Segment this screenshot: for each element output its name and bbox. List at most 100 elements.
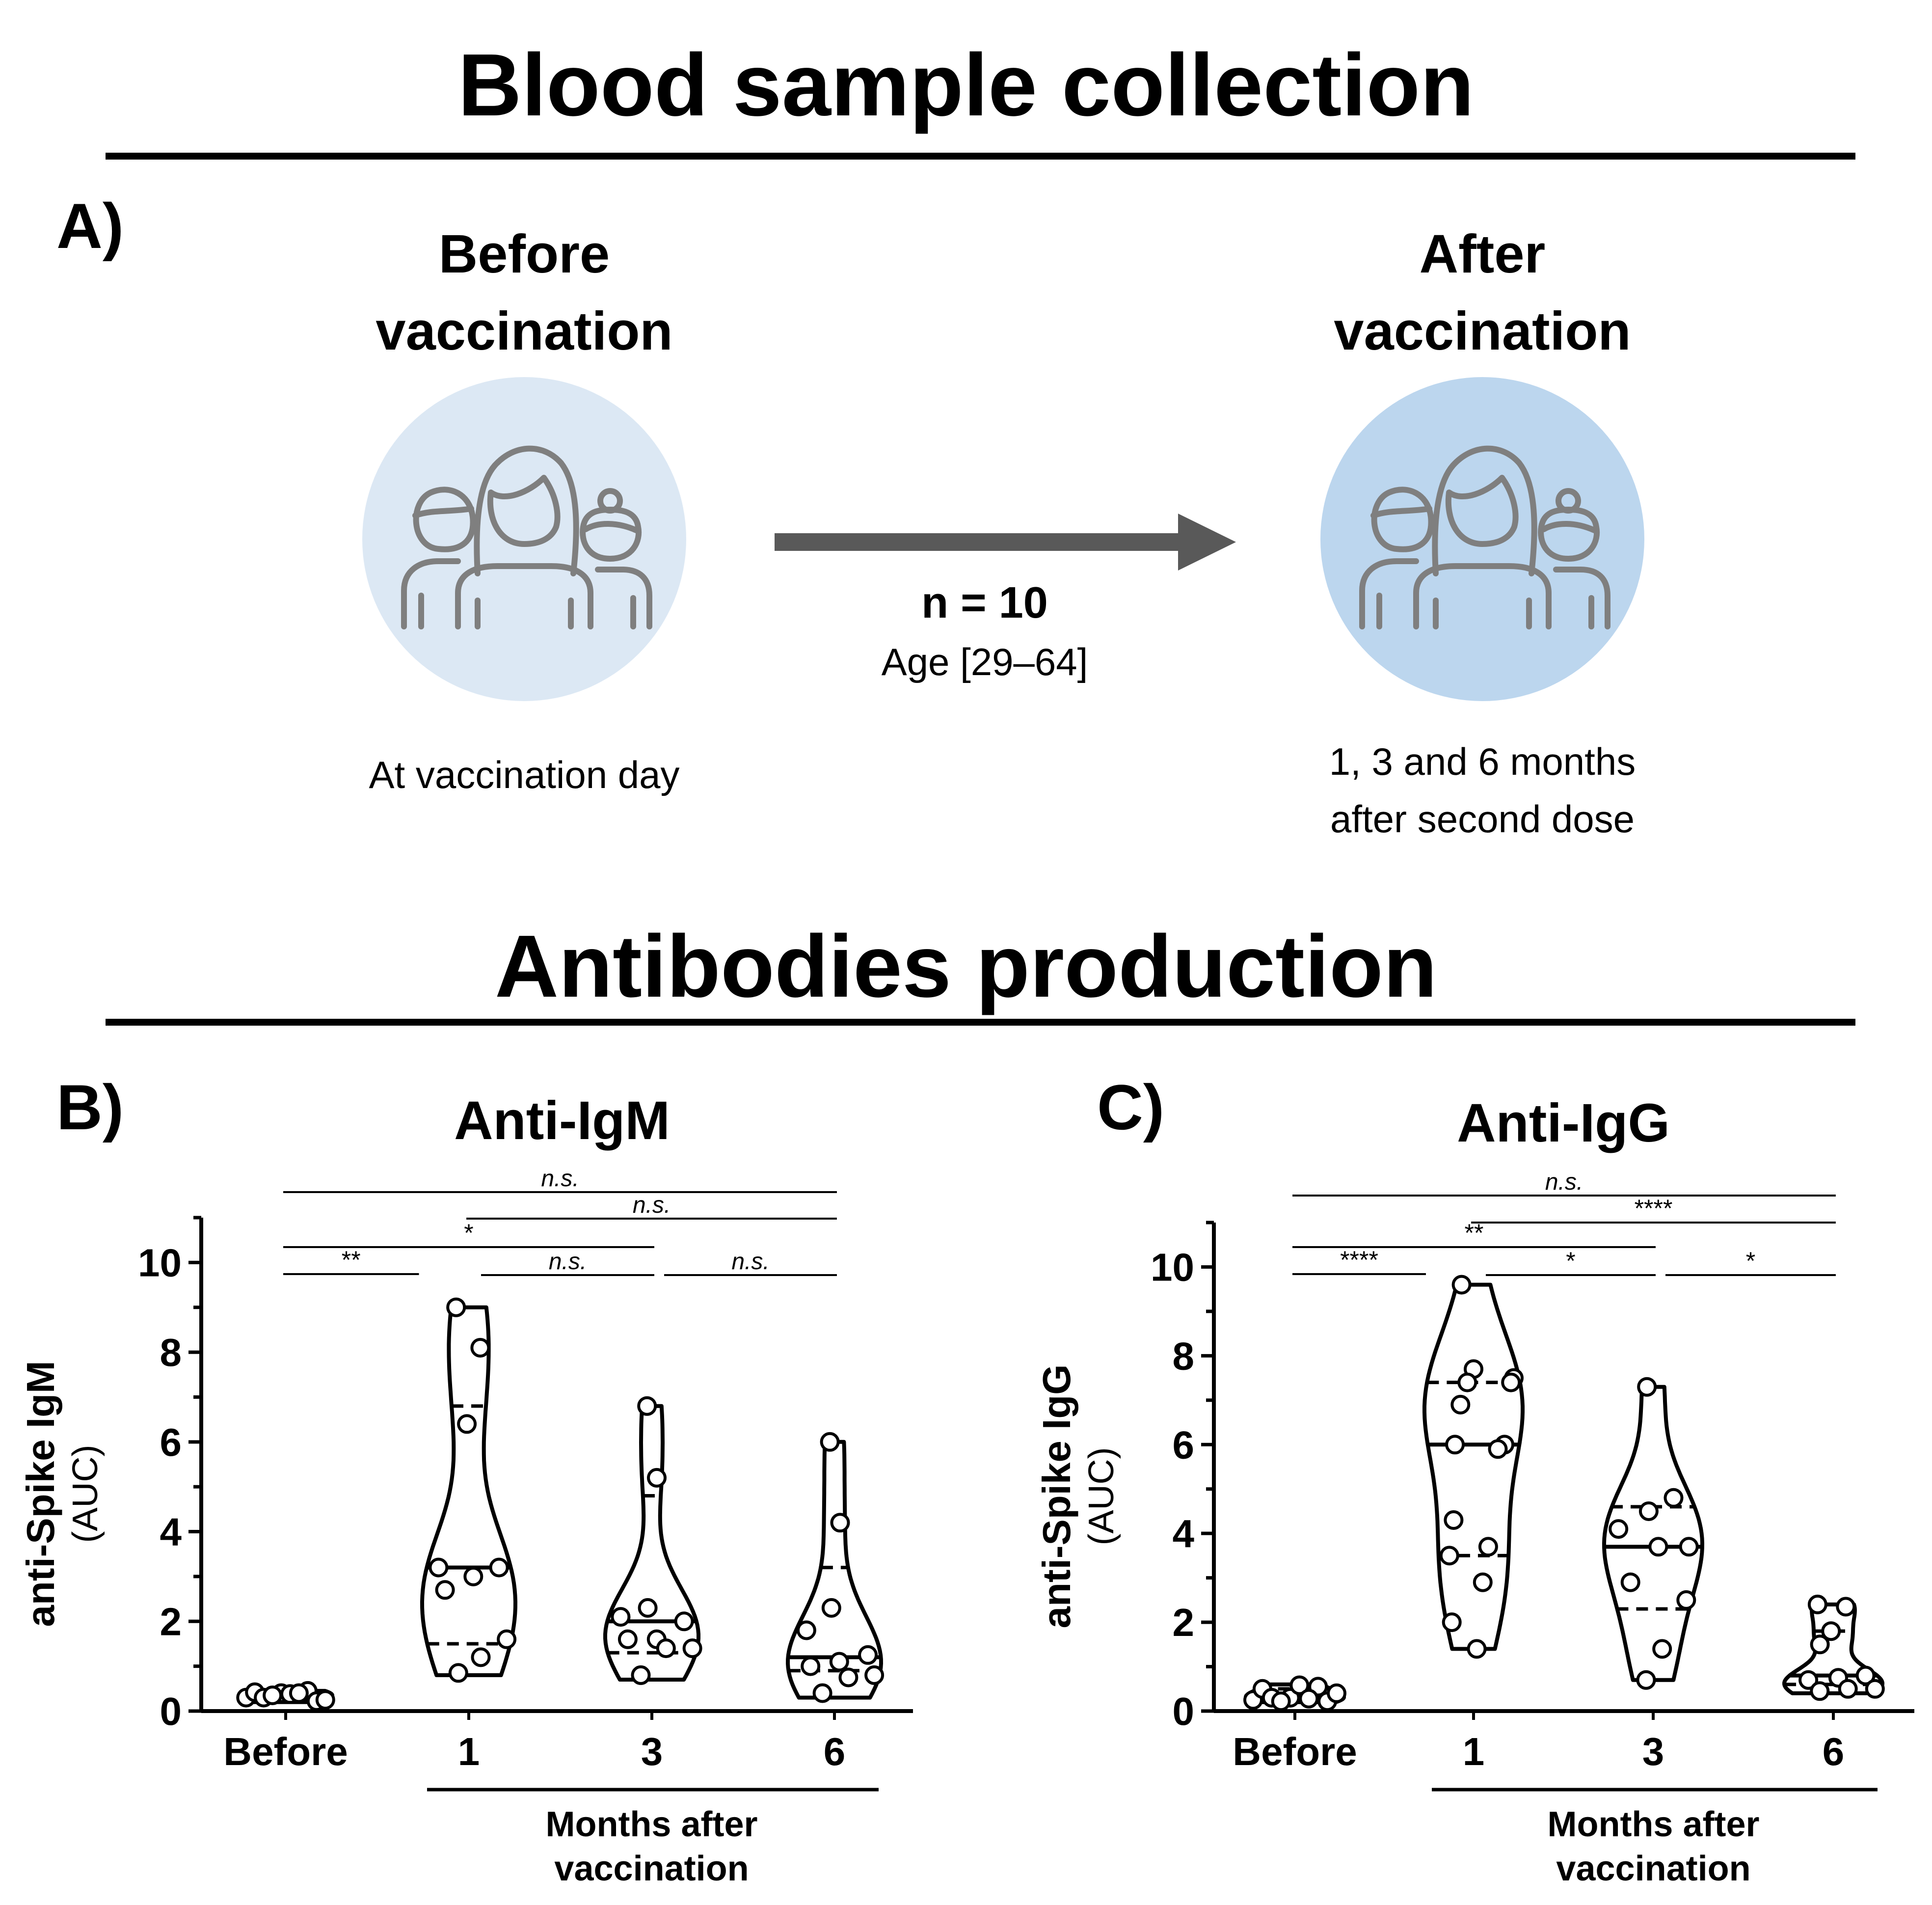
data-point <box>637 1396 657 1416</box>
before-heading-line2: vaccination <box>376 301 672 361</box>
significance-label: **** <box>1340 1246 1378 1274</box>
icon-body-center <box>1413 563 1552 629</box>
right-arrow-icon <box>775 514 1236 571</box>
data-point <box>830 1513 850 1533</box>
data-point <box>1652 1639 1672 1659</box>
before-circle <box>362 377 686 701</box>
y-axis-unit: (AUC) <box>1082 1447 1121 1546</box>
x-tick-label: Before <box>1233 1730 1357 1773</box>
icon-body-center <box>455 563 593 629</box>
data-point <box>631 1665 651 1685</box>
data-point <box>674 1611 694 1632</box>
data-point <box>1855 1665 1876 1686</box>
icon-body-right <box>595 567 652 629</box>
icon-head-left <box>1371 487 1434 552</box>
data-point <box>1838 1679 1858 1699</box>
data-point <box>1821 1621 1841 1641</box>
sample-size-label: n = 10 <box>921 578 1048 627</box>
y-tick-label: 6 <box>160 1420 182 1464</box>
y-tick-label: 10 <box>1151 1245 1194 1289</box>
data-point <box>838 1667 859 1687</box>
data-point <box>1442 1612 1462 1633</box>
after-heading-line2: vaccination <box>1334 301 1631 361</box>
group-label-line2: vaccination <box>554 1849 749 1888</box>
chart-title: Anti-IgG <box>1457 1093 1670 1153</box>
significance-label: n.s. <box>1545 1169 1583 1195</box>
y-tick-label: 8 <box>1173 1334 1195 1378</box>
data-point <box>1638 1501 1659 1521</box>
chart-title: Anti-IgM <box>454 1090 670 1151</box>
data-point <box>1798 1670 1819 1690</box>
data-point <box>647 1468 667 1488</box>
data-point <box>463 1566 483 1586</box>
icon-hair-left <box>1370 506 1432 518</box>
icon-head-left <box>413 487 476 552</box>
data-point <box>1478 1537 1498 1557</box>
data-point <box>1299 1688 1319 1709</box>
after-caption-line2: after second dose <box>1330 797 1635 841</box>
data-point <box>1439 1546 1459 1566</box>
data-point <box>801 1656 821 1676</box>
data-point <box>820 1432 840 1452</box>
y-tick-label: 8 <box>160 1331 182 1374</box>
after-caption-line1: 1, 3 and 6 months <box>1329 740 1636 783</box>
data-point <box>1501 1372 1521 1392</box>
data-point <box>617 1629 638 1649</box>
significance-label: ** <box>1465 1219 1484 1247</box>
data-point <box>1637 1377 1657 1397</box>
data-point <box>315 1690 335 1710</box>
violin-body <box>420 1305 517 1677</box>
data-point <box>1636 1670 1656 1690</box>
data-point <box>1648 1537 1668 1557</box>
icon-face-center <box>1445 475 1519 547</box>
data-point <box>1676 1590 1696 1610</box>
y-tick-label: 4 <box>160 1510 182 1554</box>
data-point <box>1444 1510 1464 1530</box>
age-range-label: Age [29–64] <box>882 640 1088 683</box>
significance-label: **** <box>1635 1195 1673 1222</box>
data-point <box>497 1629 517 1649</box>
significance-label: n.s. <box>731 1249 769 1275</box>
data-point <box>864 1665 885 1685</box>
family-group-icon <box>401 445 652 629</box>
section-title-blood: Blood sample collection <box>458 36 1474 135</box>
data-point <box>457 1414 477 1434</box>
group-label-line1: Months after <box>1548 1805 1760 1844</box>
before-heading-line1: Before <box>439 224 610 284</box>
icon-head-right <box>580 507 642 562</box>
y-axis-label: anti-Spike IgM <box>19 1361 62 1627</box>
data-point <box>1620 1572 1640 1592</box>
x-tick-label: 3 <box>641 1730 663 1773</box>
x-tick-label: 3 <box>1642 1730 1664 1773</box>
y-axis-unit: (AUC) <box>66 1445 105 1543</box>
icon-hair-center <box>1432 445 1537 576</box>
data-point <box>656 1638 676 1659</box>
y-tick-label: 4 <box>1173 1512 1195 1555</box>
data-point <box>1451 1275 1472 1295</box>
data-point <box>1488 1439 1508 1459</box>
data-point <box>429 1557 449 1578</box>
group-label-line1: Months after <box>546 1805 758 1844</box>
significance-label: n.s. <box>633 1192 671 1218</box>
x-tick-label: 1 <box>458 1730 480 1773</box>
icon-head-right <box>1538 507 1600 562</box>
data-point <box>289 1683 309 1703</box>
data-point <box>489 1557 509 1578</box>
data-point <box>1327 1683 1346 1703</box>
after-heading-line1: After <box>1420 224 1546 284</box>
data-point <box>1271 1691 1291 1712</box>
icon-body-left <box>1359 558 1419 629</box>
data-point <box>1467 1639 1487 1659</box>
violin-body <box>1422 1282 1525 1651</box>
data-point <box>1445 1435 1465 1455</box>
y-tick-label: 2 <box>160 1600 182 1643</box>
data-point <box>1664 1488 1684 1508</box>
data-point <box>1679 1537 1699 1557</box>
x-tick-label: 6 <box>1823 1730 1845 1773</box>
icon-hair-right <box>583 521 639 533</box>
data-point <box>821 1598 841 1618</box>
data-point <box>796 1620 816 1640</box>
x-tick-label: 1 <box>1463 1730 1485 1773</box>
